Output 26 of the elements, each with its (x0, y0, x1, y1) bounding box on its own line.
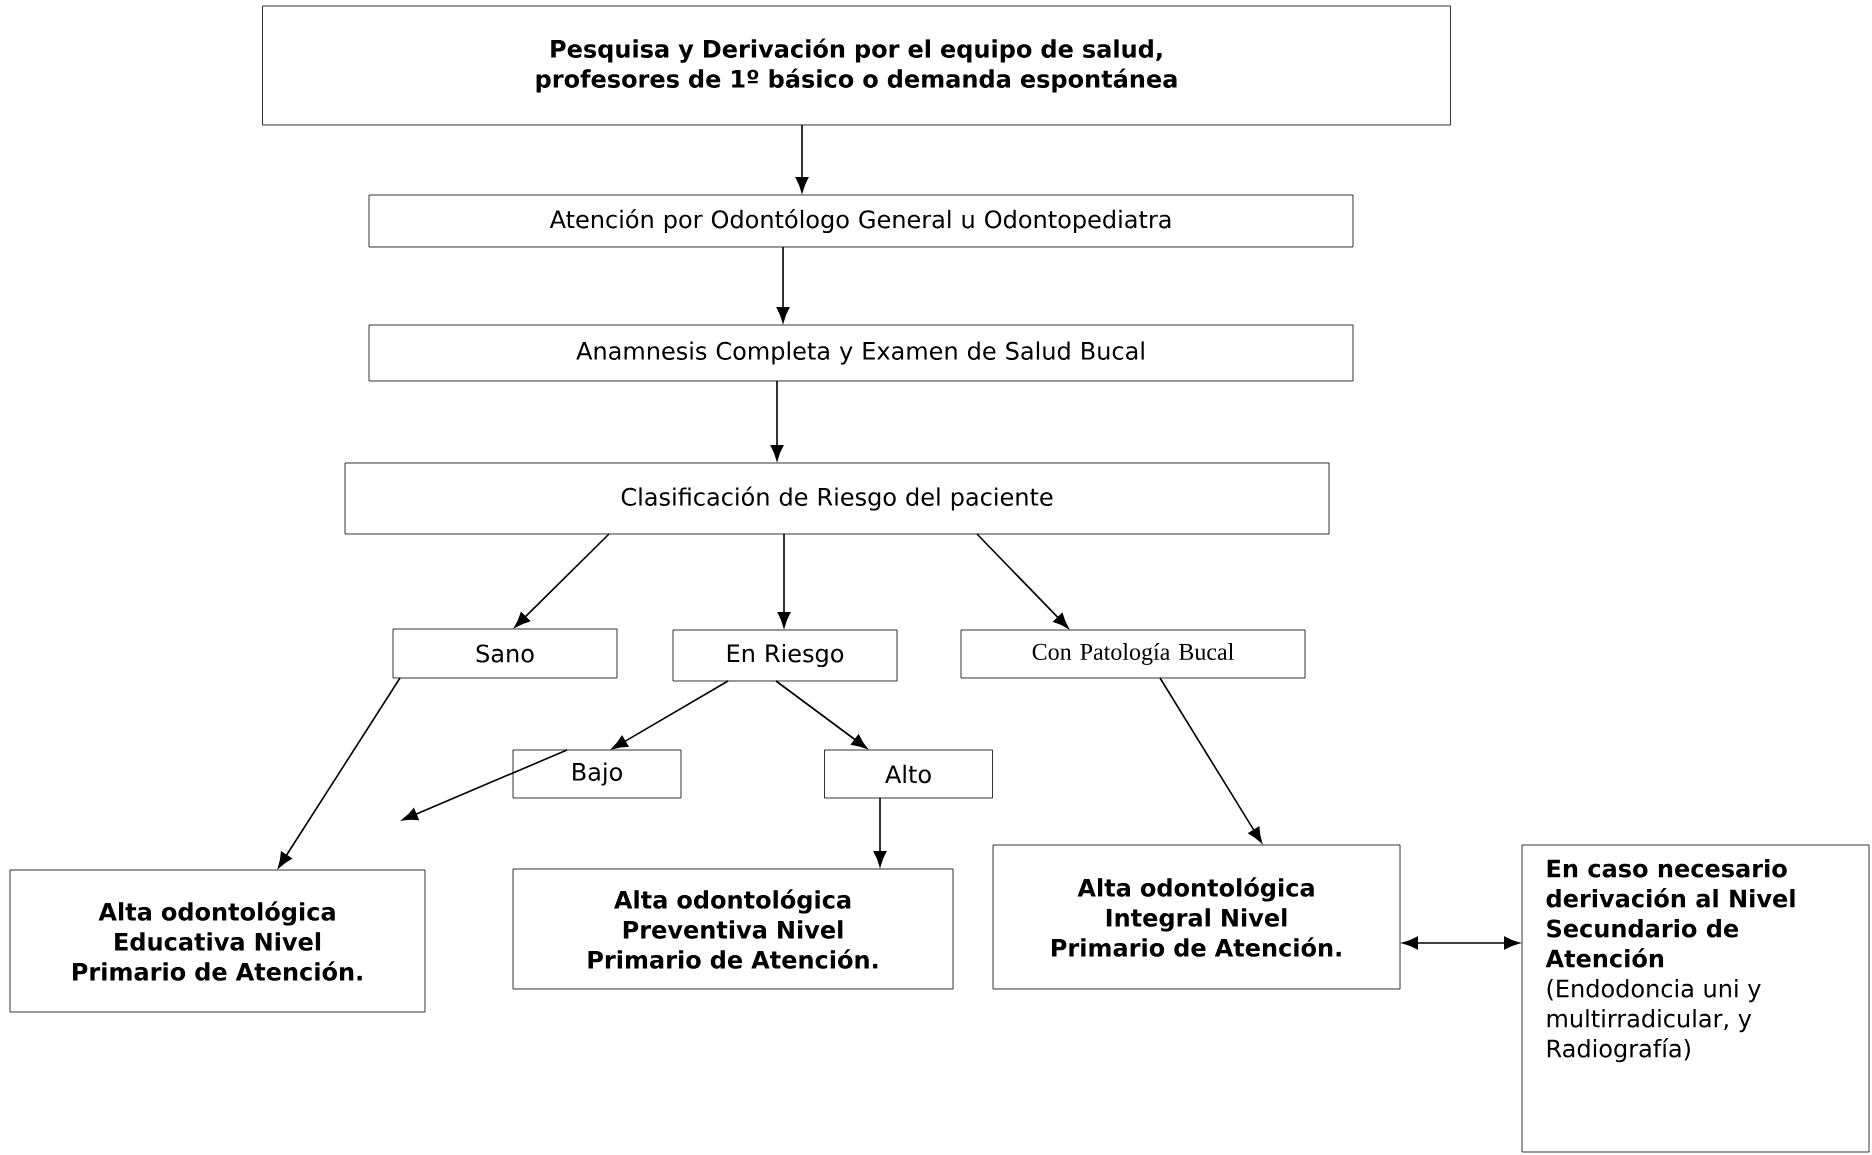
arrow (775, 680, 868, 749)
arrow (1402, 936, 1520, 950)
process-box: Sano (392, 628, 618, 679)
process-box: Pesquisa y Derivación por el equipo de salud, profesores de 1º básico o demanda espontánea (262, 5, 1451, 126)
process-box: Clasificación de Riesgo del paciente (344, 462, 1330, 535)
arrow (514, 533, 610, 628)
process-box: Atención por Odontólogo General u Odontopediatra (368, 194, 1354, 248)
arrow (277, 677, 401, 869)
process-box: Alta odontológica Educativa Nivel Primario de Atención. (9, 869, 426, 1013)
arrow (1159, 677, 1263, 844)
process-box: Anamnesis Completa y Examen de Salud Bucal (368, 324, 1354, 382)
arrow (776, 246, 790, 323)
arrow (777, 533, 791, 628)
arrow (402, 749, 568, 821)
note-box: En caso necesario derivación al Nivel Secundario de Atención (Endodoncia uni y multirradicular, y Radiografía) (1521, 844, 1870, 1153)
arrow (873, 797, 887, 867)
process-box: Alta odontológica Preventiva Nivel Primario de Atención. (512, 868, 954, 990)
arrow (770, 380, 784, 461)
process-box: En Riesgo (672, 629, 898, 682)
arrow (795, 124, 809, 193)
arrow (976, 533, 1069, 629)
process-box: Alto (824, 749, 993, 799)
process-box: Alta odontológica Integral Nivel Primario de Atención. (992, 844, 1401, 990)
arrow (611, 680, 729, 750)
process-box: Bajo (512, 749, 682, 799)
process-box: Con Patología Bucal (960, 629, 1306, 679)
